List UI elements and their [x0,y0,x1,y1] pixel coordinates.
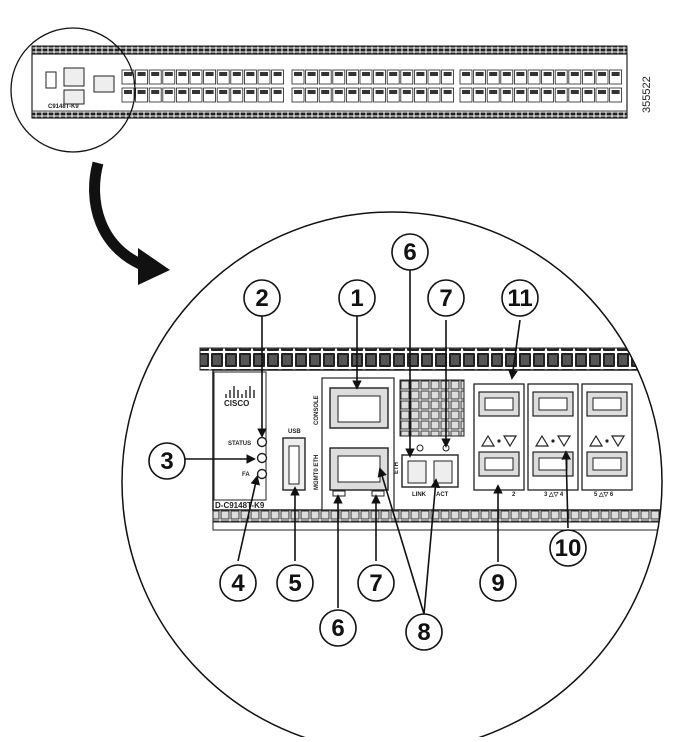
figure-id: 355522 [641,76,653,113]
overview-port-grid [121,69,622,103]
down-triangle-icon [610,435,626,448]
callout-circle [219,564,257,602]
status-led-label: STATUS [228,441,251,447]
switch-front-panel-overview: C9148T-K9 [31,45,628,119]
fan-led [256,468,268,480]
callout-number: 8 [417,619,430,646]
callout-number: 10 [555,535,582,562]
beacon-led [256,452,268,464]
callout-number: 7 [439,285,452,312]
callout-number: 7 [369,570,382,597]
callout-number: 6 [331,615,344,642]
usb-label: USB [288,429,301,435]
callout-number: 2 [255,285,268,312]
act-label: ACT [436,492,449,498]
callout-circle [319,609,357,647]
callout-circle [357,564,395,602]
callout-leaders [185,270,572,615]
console-label: CONSOLE [314,395,320,425]
zoom-circle [121,211,663,742]
mgmt-link-led [332,490,346,497]
mgmt-act-led [371,490,385,497]
sfp-port-groups [473,383,633,491]
callout-circle [338,279,376,317]
status-led [256,436,268,448]
callout-number: 4 [231,570,245,597]
zoomed-panel: CISCO STATUS FA D-C9148T-K9 USB CONSOLE … [199,347,662,531]
cisco-logo-text: CISCO [224,399,249,408]
port-3-4-label: 3 △▽ 4 [544,491,564,498]
callout-circle [479,564,517,602]
callout-number: 5 [288,570,301,597]
callout-circle [276,564,314,602]
callout-number: 3 [160,448,173,475]
up-triangle-icon [588,434,604,447]
port-5-6-label: 5 △▽ 6 [594,491,614,498]
callout-circle [243,279,281,317]
callout-number: 1 [350,285,363,312]
zoom-arrow-head [138,248,170,285]
down-triangle-icon [502,435,518,448]
zoom-source-circle [10,27,136,153]
callout-circle [501,279,539,317]
mgmt-eth-label: MGMT0 ETH [314,455,320,490]
callout-number: 11 [507,285,532,312]
callout-circle [405,613,443,651]
zoom-model-label: D-C9148T-K9 [215,501,265,510]
callout-number: 9 [491,570,504,597]
callout-circle [148,442,186,480]
up-triangle-icon [534,434,550,447]
link-label: LINK [412,492,427,498]
up-triangle-icon [480,434,496,447]
overview-model-label: C9148T-K9 [48,104,79,110]
eth-label: ETH [394,462,400,474]
callout-circle [427,279,465,317]
fan-led-label: FA [242,472,250,478]
down-triangle-icon [556,435,572,448]
callout-circle [549,529,587,567]
callout-circle [391,233,429,271]
callout-number: 6 [403,239,416,266]
port-2-label: 2 [512,492,516,498]
cisco-logo-bars [225,386,255,398]
zoom-arrow-shaft [89,161,152,274]
